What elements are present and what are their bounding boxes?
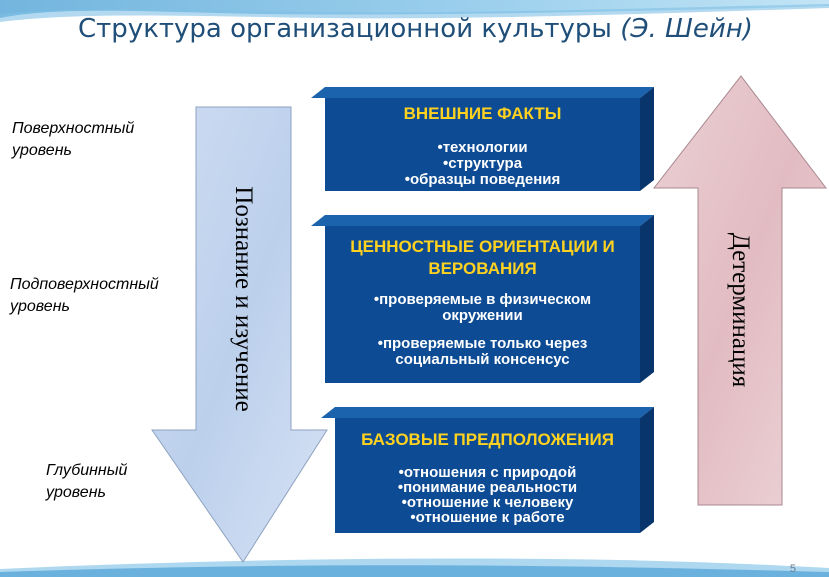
- box-basic-assumptions-shape: [321, 407, 654, 533]
- list-item: •отношение к работе: [410, 509, 565, 526]
- down-arrow: [151, 106, 328, 563]
- box-basic-assumptions-items: •отношения с природой •понимание реально…: [335, 465, 640, 525]
- box-basic-assumptions: БАЗОВЫЕ ПРЕДПОЛОЖЕНИЯ •отношения с приро…: [335, 429, 640, 525]
- level-label-deep: Глубинный уровень: [46, 462, 128, 501]
- title-main: Структура организационной культуры: [78, 14, 612, 44]
- top-waves-decoration: [0, 0, 829, 22]
- box-external-facts: ВНЕШНИЕ ФАКТЫ •технологии •структура •об…: [325, 100, 640, 188]
- list-item: •проверяемые в физическом окружении: [373, 291, 592, 324]
- list-item: •отношение к человеку: [401, 494, 574, 511]
- list-item: •структура: [442, 155, 523, 172]
- level-label-surface: Поверхностный уровень: [12, 120, 135, 159]
- box-external-facts-items: •технологии •структура •образцы поведени…: [325, 140, 640, 188]
- down-arrow-label: Познание и изучение: [230, 186, 257, 412]
- up-arrow: [652, 75, 828, 506]
- box-values: ЦЕННОСТНЫЕ ОРИЕНТАЦИИ И ВЕРОВАНИЯ •прове…: [325, 236, 640, 368]
- box-values-title: ЦЕННОСТНЫЕ ОРИЕНТАЦИИ И ВЕРОВАНИЯ: [350, 237, 615, 278]
- box-basic-assumptions-title: БАЗОВЫЕ ПРЕДПОЛОЖЕНИЯ: [361, 430, 614, 449]
- box-external-facts-title: ВНЕШНИЕ ФАКТЫ: [403, 104, 562, 123]
- list-item: •проверяемые только через социальный кон…: [377, 335, 588, 368]
- up-arrow-label: Детерминация: [727, 232, 754, 388]
- box-external-facts-shape: [311, 87, 654, 191]
- list-item: •понимание реальности: [397, 479, 578, 496]
- level-label-subsurface: Подповерхностный уровень: [10, 276, 159, 315]
- list-item: •технологии: [437, 139, 528, 156]
- box-values-shape: [311, 215, 654, 383]
- list-item: •образцы поведения: [404, 171, 561, 188]
- bottom-waves-decoration: [0, 558, 829, 577]
- page-title: Структура организационной культуры (Э. Ш…: [78, 14, 753, 44]
- title-author: (Э. Шейн): [620, 14, 753, 44]
- page-number: 5: [789, 563, 796, 575]
- list-item: •отношения с природой: [398, 464, 577, 481]
